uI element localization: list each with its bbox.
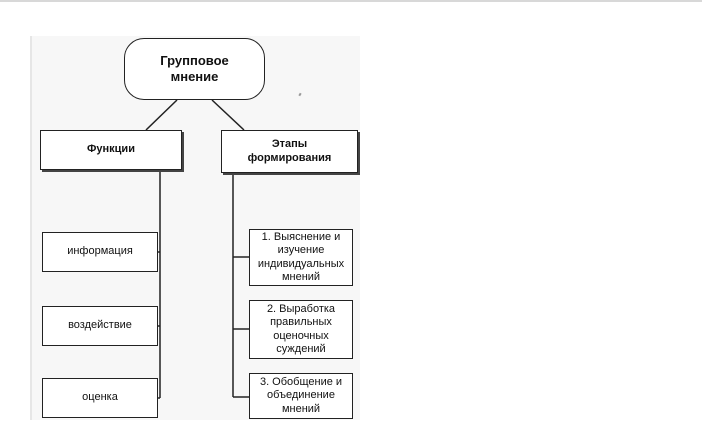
function-item-label: оценка xyxy=(82,391,118,404)
functions-header: Функции xyxy=(40,130,182,170)
function-item-influence: воздействие xyxy=(42,306,158,346)
connector-root-to-stages xyxy=(211,99,245,131)
stages-header: Этапы формирования xyxy=(221,130,358,173)
function-item-label: информация xyxy=(67,245,133,258)
function-item-evaluation: оценка xyxy=(42,378,158,418)
stage-item-label: 1. Выяснение и изучение индивидуальных м… xyxy=(257,231,345,283)
stage-item-label: 2. Выработка правильных оценочных сужден… xyxy=(266,303,336,355)
stage-item-3: 3. Обобщение и объединение мнений xyxy=(249,373,353,419)
connector-root-to-functions xyxy=(145,99,178,131)
stages-header-label: Этапы формирования xyxy=(247,138,332,164)
stage-item-2: 2. Выработка правильных оценочных сужден… xyxy=(249,300,353,359)
function-item-information: информация xyxy=(42,232,158,272)
stage-item-label: 3. Обобщение и объединение мнений xyxy=(259,376,343,415)
function-item-label: воздействие xyxy=(68,319,132,332)
root-node-label: Групповое мнение xyxy=(160,53,229,84)
root-node-group-opinion: Групповое мнение xyxy=(124,38,265,100)
scan-edge xyxy=(30,36,32,420)
stage-item-1: 1. Выяснение и изучение индивидуальных м… xyxy=(249,229,353,286)
top-border-line xyxy=(0,0,702,2)
functions-header-label: Функции xyxy=(87,143,135,156)
